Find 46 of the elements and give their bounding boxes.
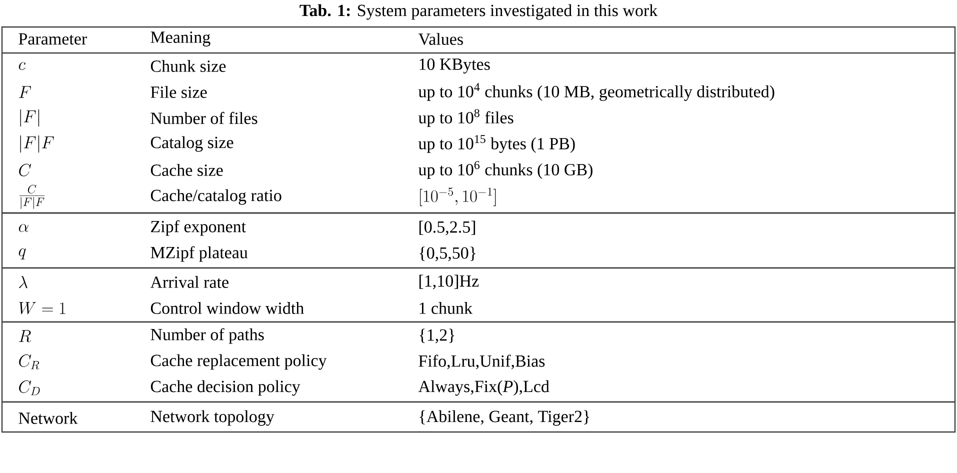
parameter-symbol: $c$ xyxy=(18,62,26,70)
parameter-value: Fifo,Lru,Unif,Bias xyxy=(418,354,545,370)
parameter-value: {1,2} xyxy=(420,328,454,344)
parameter-value: [1,10]Hz xyxy=(419,274,479,290)
parameter-value: $[10^{-5},10^{-1}]$ xyxy=(420,188,496,206)
column-heading: Parameter xyxy=(18,33,87,45)
parameter-meaning: Network topology xyxy=(150,410,274,426)
parameter-meaning: Number of files xyxy=(150,112,258,124)
parameter-symbol: $|F|$ xyxy=(20,109,40,127)
parameter-meaning: Zipf exponent xyxy=(151,220,246,236)
parameter-symbol: $q$ xyxy=(18,248,26,260)
parameter-value: up to 10$^{4}$ chunks (10 MB, geometrically distributed) xyxy=(418,83,774,101)
parameter-symbol: Network xyxy=(18,412,78,424)
parameter-meaning: Number of paths xyxy=(150,328,264,344)
table-caption: Tab. 1: System parameters investigated in this work xyxy=(300,4,658,20)
parameter-symbol: $C_R$ xyxy=(19,354,40,370)
parameter-value: up to 10$^{15}$ bytes (1 PB) xyxy=(418,135,575,153)
parameter-symbol: $C$ xyxy=(19,164,32,176)
parameter-value: {0,5,50} xyxy=(420,246,476,262)
parameter-meaning: Control window width xyxy=(150,302,304,314)
parameter-meaning: Arrival rate xyxy=(150,276,228,288)
parameter-symbol: $|F|F$ xyxy=(20,135,54,153)
parameter-meaning: Cache replacement policy xyxy=(150,354,327,370)
parameter-value: up to 10$^{6}$ chunks (10 GB) xyxy=(418,161,592,179)
column-heading: Values xyxy=(418,32,463,45)
parameter-meaning: Cache decision policy xyxy=(150,380,300,396)
parameter-meaning: Catalog size xyxy=(150,136,234,152)
parameter-value: up to 10$^{8}$ files xyxy=(418,109,514,127)
parameter-value: Always,Fix(P),Lcd xyxy=(418,380,550,396)
parameter-symbol: $\lambda$ xyxy=(19,276,28,288)
parameter-symbol: $R$ xyxy=(19,330,31,342)
parameter-meaning: Chunk size xyxy=(150,60,226,72)
parameter-symbol: $F$ xyxy=(19,86,31,98)
parameter-value: 10 KBytes xyxy=(420,58,490,74)
parameter-value: 1 chunk xyxy=(420,302,472,314)
column-heading: Meaning xyxy=(150,32,210,46)
parameter-symbol: $C_D$ xyxy=(19,380,40,396)
parameter-meaning: Cache size xyxy=(150,164,223,176)
parameter-meaning: MZipf plateau xyxy=(150,246,248,262)
parameter-value: [0.5,2.5] xyxy=(419,220,476,236)
parameter-symbol: $\frac{C}{|F|F}$ xyxy=(19,184,45,209)
parameter-symbol: $W=1$ xyxy=(19,302,66,314)
parameter-symbol: $\alpha$ xyxy=(18,224,28,232)
parameter-meaning: File size xyxy=(150,86,207,98)
parameter-meaning: Cache/catalog ratio xyxy=(150,189,282,205)
parameter-value: {Abilene, Geant, Tiger2} xyxy=(420,410,590,426)
